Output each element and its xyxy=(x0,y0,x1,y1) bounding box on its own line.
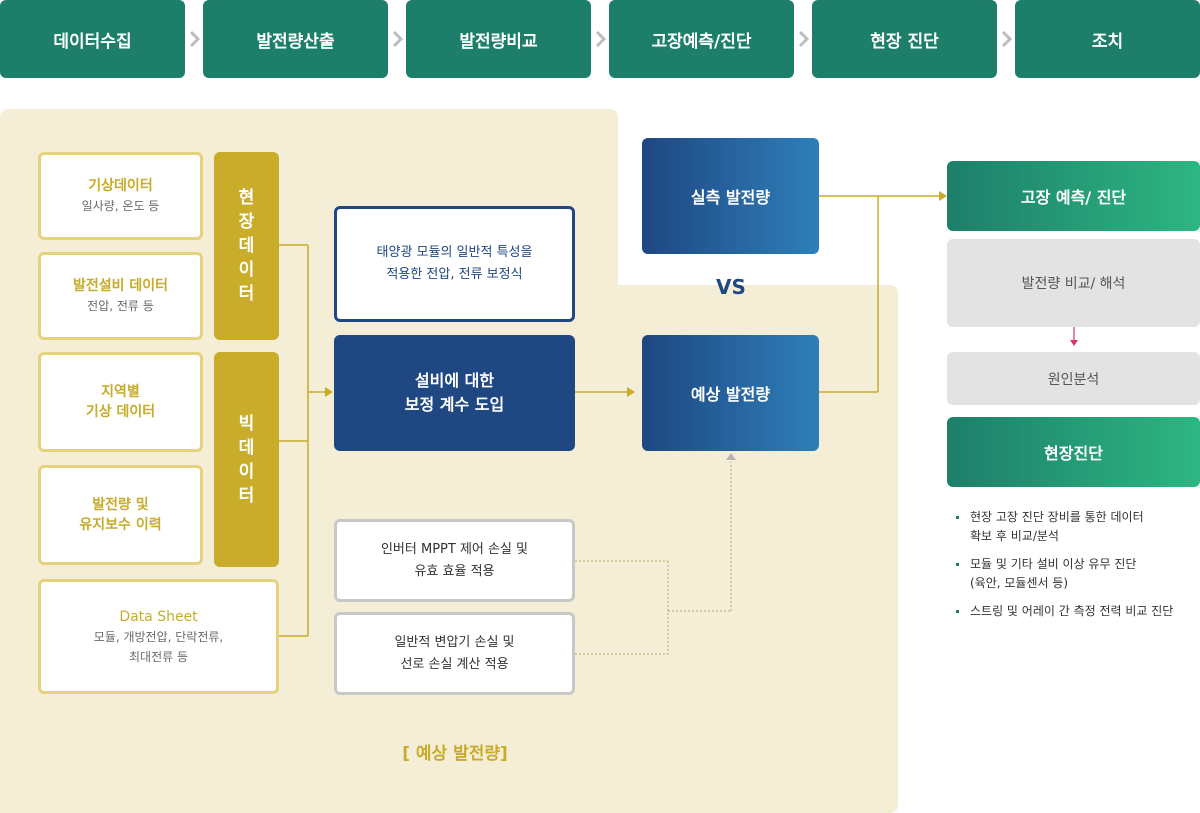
step-generation-calc: 발전량산출 xyxy=(203,0,388,78)
field-data-char: 데 xyxy=(238,236,255,256)
weather-data-box: 기상데이터 일사량, 온도 등 xyxy=(38,152,203,240)
field-diagnosis-box: 현장진단 xyxy=(947,417,1200,487)
chevron-right-icon xyxy=(1001,30,1013,48)
step-field-diagnosis: 현장 진단 xyxy=(812,0,997,78)
big-data-label: 빅 데 이 터 xyxy=(214,352,279,567)
step-fault-prediction: 고장예측/진단 xyxy=(609,0,794,78)
big-data-char: 빅 xyxy=(238,413,255,434)
chevron-right-icon xyxy=(392,30,404,48)
facility-data-sub: 전압, 전류 등 xyxy=(87,299,154,313)
maintenance-history-title: 발전량 및 유지보수 이력 xyxy=(79,497,162,533)
weather-data-sub: 일사량, 온도 등 xyxy=(81,199,160,213)
fault-prediction-box: 고장 예측/ 진단 xyxy=(947,161,1200,231)
step-generation-compare: 발전량비교 xyxy=(406,0,591,78)
regional-weather-box: 지역별 기상 데이터 xyxy=(38,352,203,452)
chevron-right-icon xyxy=(595,30,607,48)
step-action: 조치 xyxy=(1015,0,1200,78)
facility-data-box: 발전설비 데이터 전압, 전류 등 xyxy=(38,252,203,340)
field-data-char: 이 xyxy=(238,260,255,280)
field-data-char: 현 xyxy=(238,188,255,208)
maintenance-history-box: 발전량 및 유지보수 이력 xyxy=(38,465,203,565)
big-data-char: 이 xyxy=(238,461,255,482)
datasheet-sub: 모듈, 개방전압, 단락전류, 최대전류 등 xyxy=(93,629,224,664)
correction-coefficient-box: 설비에 대한 보정 계수 도입 xyxy=(334,335,575,451)
field-data-char: 장 xyxy=(238,212,255,232)
regional-weather-title: 지역별 기상 데이터 xyxy=(85,384,156,420)
big-data-char: 데 xyxy=(238,437,255,458)
field-data-char: 터 xyxy=(238,284,255,304)
solar-correction-box: 태양광 모듈의 일반적 특성을 적용한 전압, 전류 보정식 xyxy=(334,206,575,322)
panel-label: [ 예상 발전량] xyxy=(402,743,508,764)
inverter-loss-box: 인버터 MPPT 제어 손실 및 유효 효율 적용 xyxy=(334,519,575,602)
facility-data-title: 발전설비 데이터 xyxy=(72,278,169,294)
chevron-right-icon xyxy=(798,30,810,48)
datasheet-box: Data Sheet 모듈, 개방전압, 단락전류, 최대전류 등 xyxy=(38,579,279,694)
list-item: 스트링 및 어레이 간 측정 전력 비교 진단 xyxy=(956,602,1196,621)
transformer-loss-box: 일반적 변압기 손실 및 선로 손실 계산 적용 xyxy=(334,612,575,695)
list-item: 현장 고장 진단 장비를 통한 데이터 확보 후 비교/분석 xyxy=(956,508,1196,546)
cause-analysis-box: 원인분석 xyxy=(947,352,1200,405)
field-diagnosis-list: 현장 고장 진단 장비를 통한 데이터 확보 후 비교/분석 모듈 및 기타 설… xyxy=(956,508,1196,630)
datasheet-title: Data Sheet xyxy=(119,608,198,625)
measured-generation-box: 실측 발전량 xyxy=(642,138,819,254)
step-data-collection: 데이터수집 xyxy=(0,0,185,78)
weather-data-title: 기상데이터 xyxy=(88,178,153,194)
list-item: 모듈 및 기타 설비 이상 유무 진단 (육안, 모듈센서 등) xyxy=(956,555,1196,593)
chevron-right-icon xyxy=(189,30,201,48)
generation-compare-box: 발전량 비교/ 해석 xyxy=(947,239,1200,327)
vs-label: VS xyxy=(716,275,746,299)
big-data-char: 터 xyxy=(238,485,255,506)
field-data-label: 현 장 데 이 터 xyxy=(214,152,279,340)
predicted-generation-box: 예상 발전량 xyxy=(642,335,819,451)
